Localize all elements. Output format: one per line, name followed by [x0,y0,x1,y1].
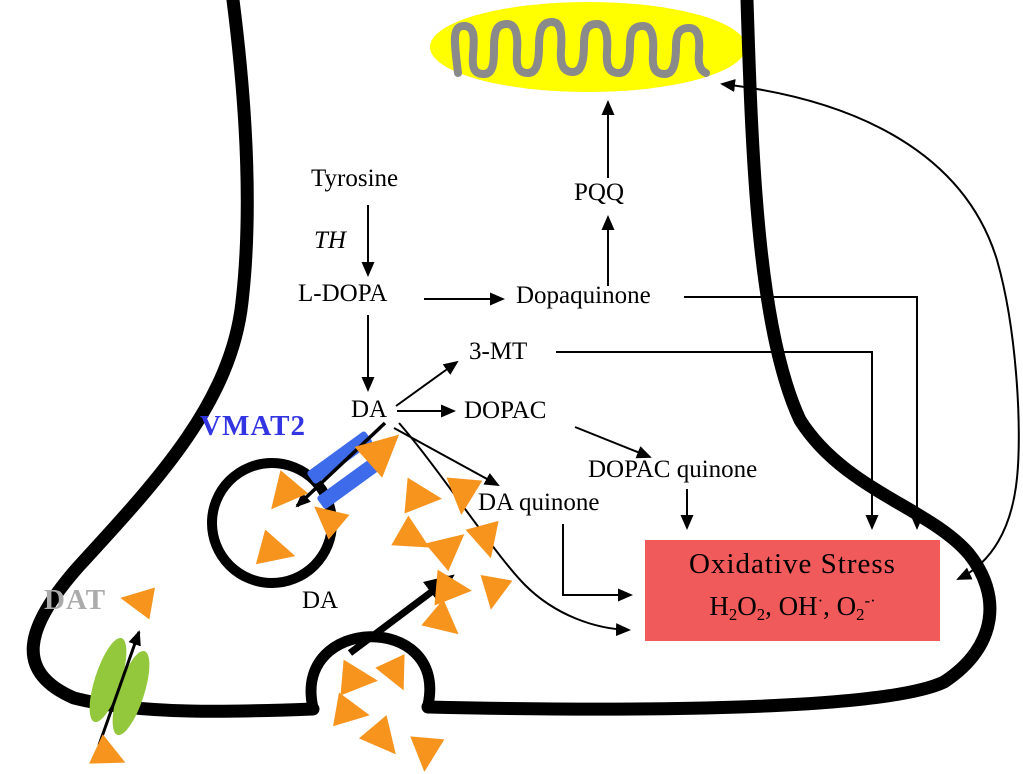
oxidative-stress-box: Oxidative Stress H2O2, OH·, O2-· [645,540,940,641]
dopamine-triangle-icon [474,575,513,613]
label-pqq: PQQ [574,179,625,206]
dopamine-triangle-icon [333,692,373,733]
dopamine-triangle-icon [391,515,439,563]
label-th-enzyme: TH [314,227,346,254]
dopamine-triangle-icon [358,715,410,766]
formula-part: , OH [765,591,818,622]
dopamine-triangle-icon [257,470,309,521]
label-da-release: DA [302,587,339,614]
dopamine-triangle-icon [425,520,476,572]
dopamine-triangle-icon [117,581,155,620]
line-daquinone-to-box [562,524,633,602]
formula-sub: 2 [856,604,865,624]
label-da: DA [351,396,388,423]
vmat2-transporter-bars-icon [307,431,383,509]
mitochondria-cristae-squiggle [450,17,710,79]
dopamine-triangle-icon [443,477,483,517]
label-3mt: 3-MT [469,338,528,365]
label-ldopa: L-DOPA [298,280,388,307]
label-vmat2: VMAT2 [200,410,306,442]
dopamine-triangle-icon [89,734,133,774]
arrow-da-to-3mt [395,360,459,407]
formula-sup: · [817,591,824,610]
arrow-da-into-vesicle [295,421,387,508]
dopamine-triangle-icon [375,654,419,698]
label-da-quinone: DA quinone [478,489,600,516]
label-dopac: DOPAC [464,397,547,424]
dopamine-triangle-icon [255,529,300,574]
formula-sub: 2 [728,604,738,624]
formula-part: , O [823,591,857,622]
label-dopac-quinone: DOPAC quinone [588,456,758,483]
arrow-da-release [347,574,455,656]
label-dopaquinone: Dopaquinone [516,282,651,309]
dopamine-triangle-icon [421,599,470,648]
curve-oxidativestress-mitochondria [720,79,1020,580]
ros-formula: H2O2, OH·, O2-· [645,591,940,625]
dopamine-triangle-icon [340,659,380,699]
formula-sup: -· [864,591,876,610]
label-tyrosine: Tyrosine [311,165,399,192]
formula-sub: 2 [756,604,766,624]
oxidative-stress-title: Oxidative Stress [689,548,896,580]
label-dat: DAT [44,584,107,616]
formula-part: O [737,591,757,622]
line-3mt-to-box [556,351,879,530]
arrow-dopac-to-dopacquinone [574,426,652,459]
mitochondria-icon [430,2,746,92]
curve-da-to-box [398,422,631,637]
arrow-dat-reuptake [97,630,141,746]
formula-part: H [709,591,729,622]
dopamine-triangle-icon [404,477,444,517]
fusing-vesicle-omega [305,631,436,714]
dopamine-triangle-icon [407,736,445,774]
dat-transporter-ellipses-icon [89,637,150,736]
